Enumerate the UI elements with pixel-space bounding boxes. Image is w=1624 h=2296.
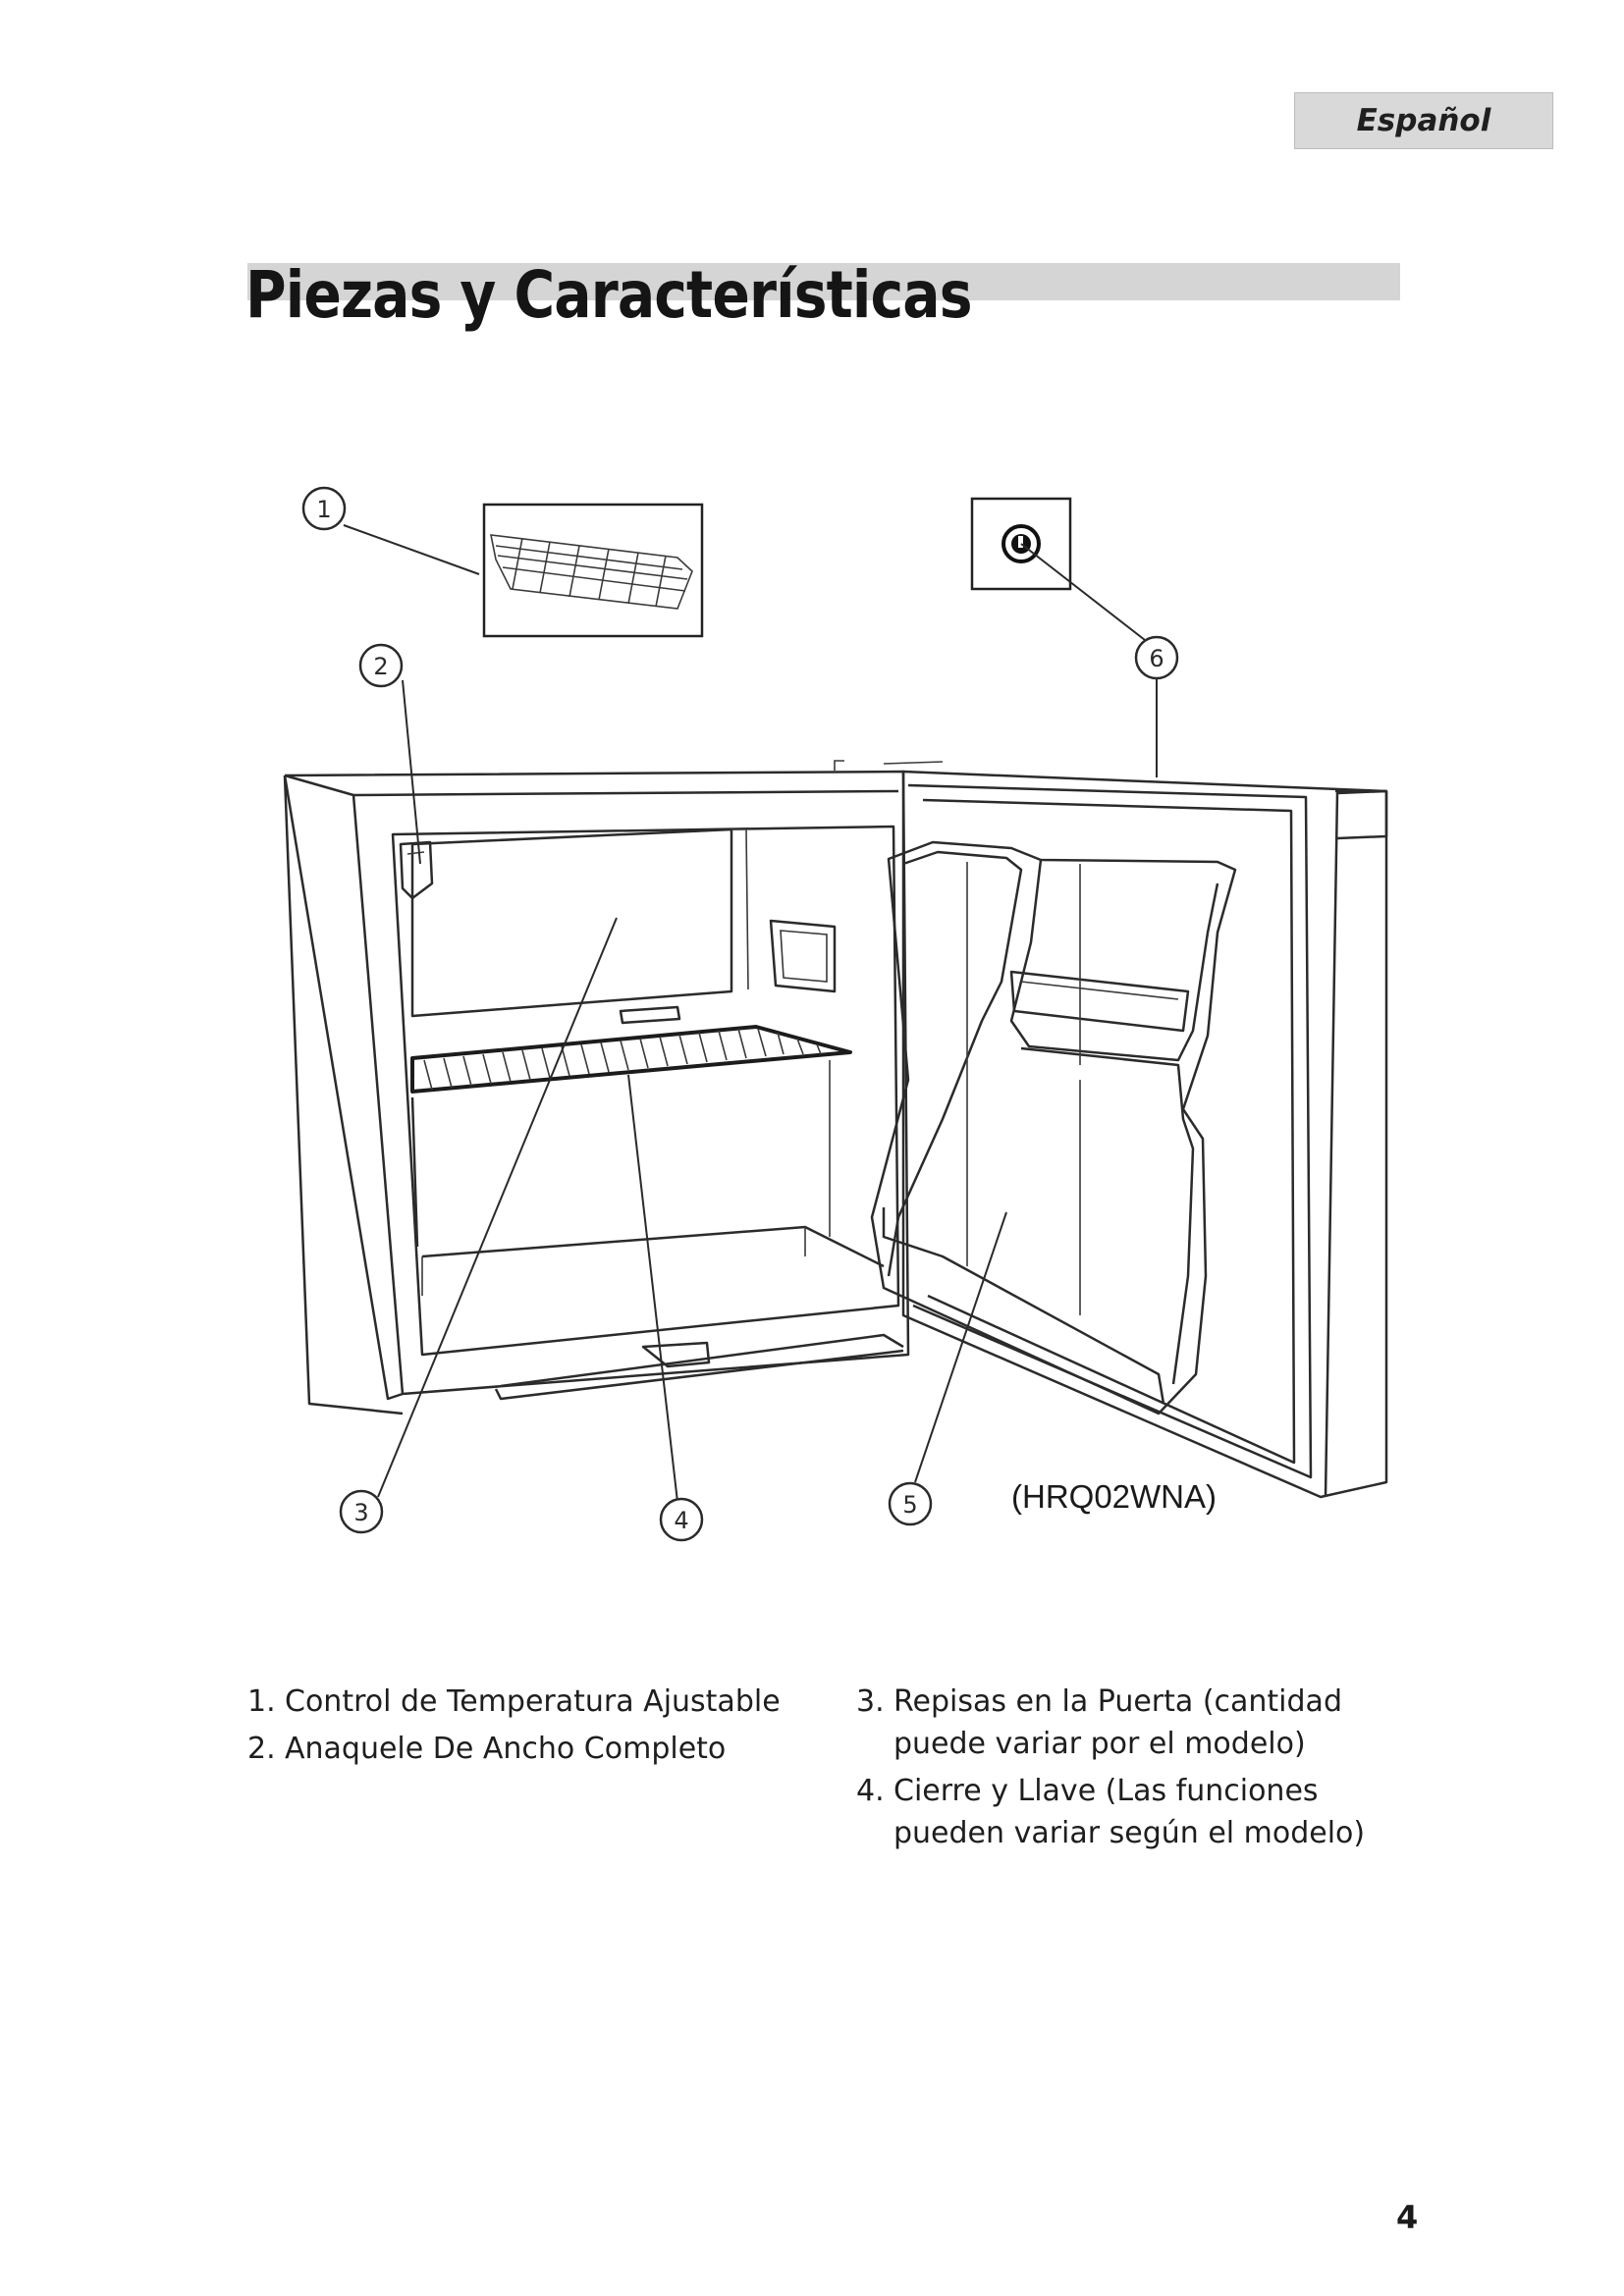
- parts-list-right: 3. Repisas en la Puerta (cantidad puede …: [856, 1681, 1426, 1859]
- leader-lines: [343, 524, 1158, 1503]
- svg-text:6: 6: [1149, 645, 1164, 672]
- part-number: 3.: [856, 1684, 885, 1719]
- svg-text:1: 1: [316, 496, 331, 523]
- svg-text:5: 5: [902, 1491, 917, 1519]
- svg-text:3: 3: [353, 1499, 368, 1526]
- parts-list-left: 1. Control de Temperatura Ajustable 2. A…: [247, 1681, 797, 1775]
- door: [870, 770, 1388, 1499]
- model-label: (HRQ02WNA): [1011, 1478, 1217, 1515]
- title-underline-bar: [247, 263, 1400, 300]
- part-number: 4.: [856, 1774, 885, 1808]
- part-number: 1.: [247, 1684, 276, 1719]
- callout-2: 2: [358, 643, 404, 688]
- part-label: Cierre y Llave (Las funciones pueden var…: [893, 1774, 1366, 1850]
- page-title: Piezas y Características: [245, 257, 973, 333]
- part-number: 2.: [247, 1732, 276, 1766]
- svg-text:2: 2: [373, 653, 388, 680]
- part-item: 2. Anaquele De Ancho Completo: [247, 1728, 797, 1770]
- callout-4: 4: [659, 1497, 704, 1542]
- cabinet: [283, 760, 944, 1415]
- refrigerator-diagram: 1 2 3 4 5 6 (HRQ02WNA): [283, 486, 1388, 1542]
- callout-6: 6: [1134, 635, 1179, 680]
- callout-5: 5: [888, 1481, 933, 1526]
- lock-key-illustration: [970, 497, 1072, 591]
- part-label: Control de Temperatura Ajustable: [285, 1684, 781, 1719]
- part-label: Anaquele De Ancho Completo: [285, 1732, 727, 1766]
- language-tab: Español: [1294, 92, 1553, 149]
- page-number: 4: [1396, 2199, 1419, 2236]
- ice-tray-illustration: [482, 503, 704, 638]
- part-item: 3. Repisas en la Puerta (cantidad puede …: [856, 1681, 1426, 1765]
- callout-3: 3: [339, 1489, 384, 1534]
- part-item: 4. Cierre y Llave (Las funciones pueden …: [856, 1770, 1426, 1854]
- part-item: 1. Control de Temperatura Ajustable: [247, 1681, 797, 1723]
- callout-1: 1: [301, 486, 347, 531]
- part-label: Repisas en la Puerta (cantidad puede var…: [893, 1684, 1342, 1761]
- svg-text:4: 4: [674, 1507, 688, 1534]
